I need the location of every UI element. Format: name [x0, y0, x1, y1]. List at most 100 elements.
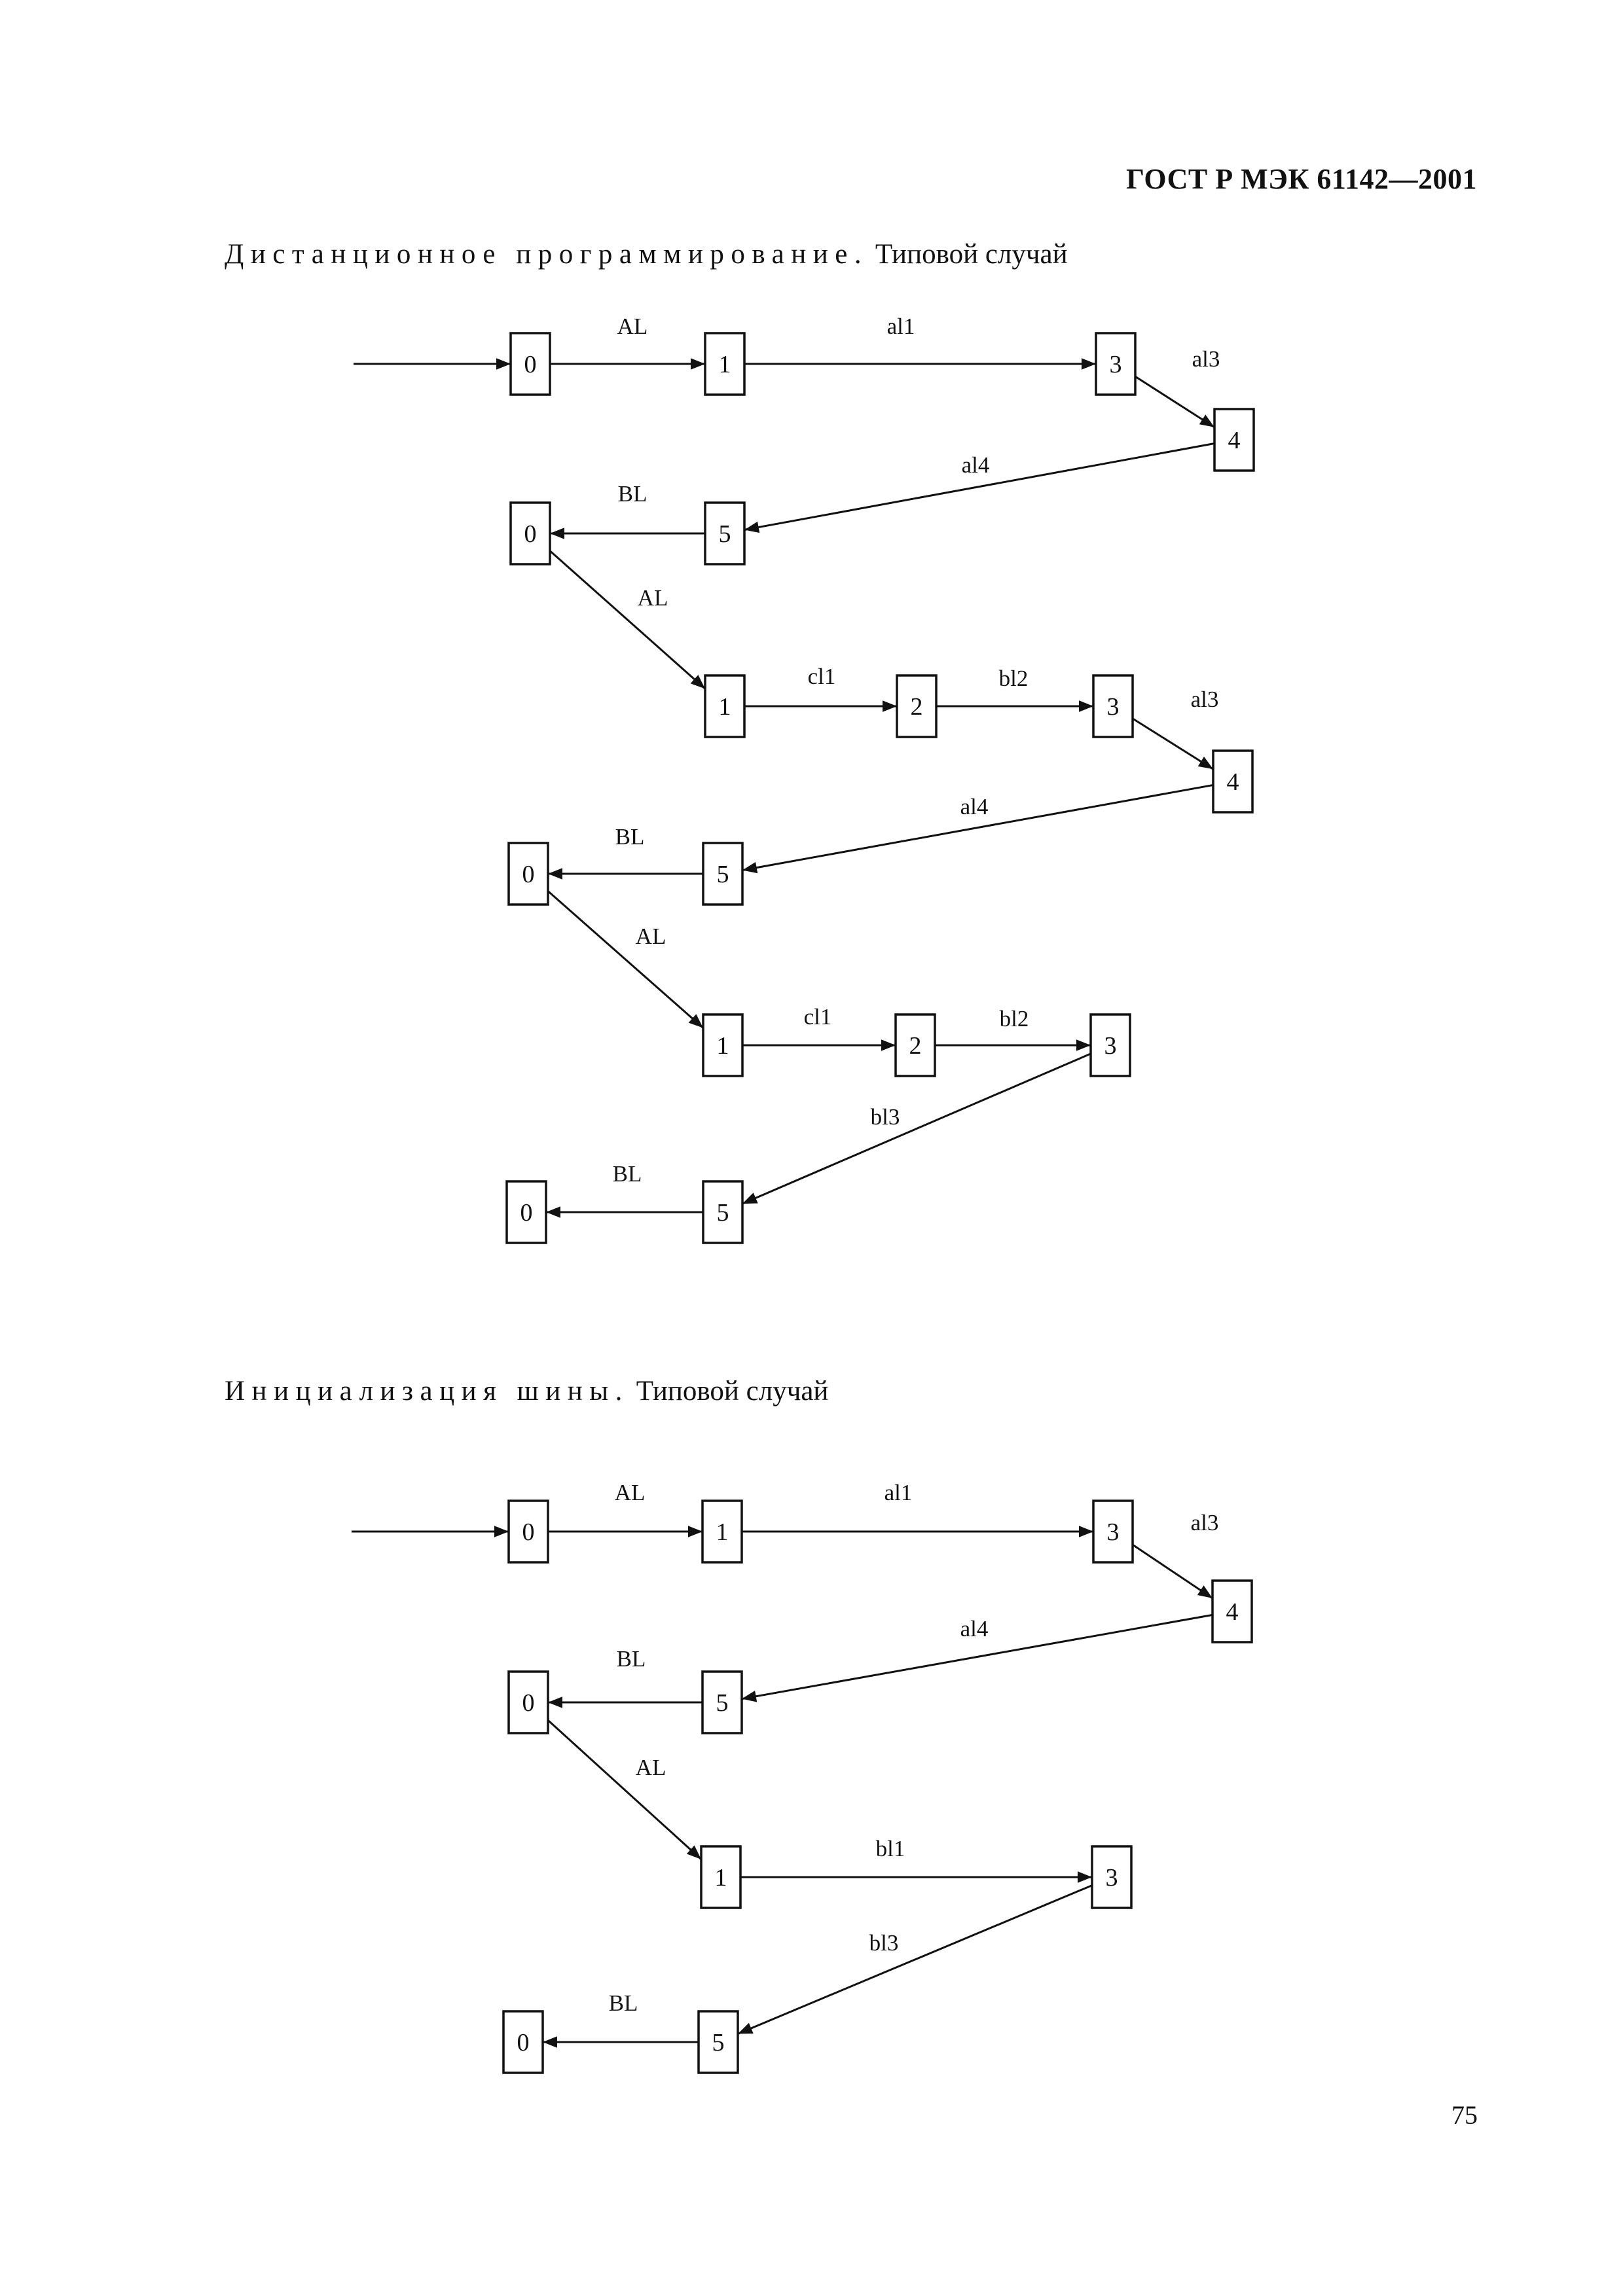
state-box: 1 — [702, 1013, 744, 1077]
state-box: 1 — [701, 1499, 743, 1564]
state-box: 4 — [1212, 749, 1254, 814]
state-number: 0 — [522, 1518, 535, 1546]
transition-arrow — [1132, 717, 1214, 770]
state-number: 5 — [719, 520, 731, 548]
state-number: 1 — [715, 1864, 727, 1892]
transition-label: al3 — [1191, 1510, 1219, 1535]
state-box: 0 — [507, 842, 549, 906]
page-number: 75 — [1451, 2100, 1478, 2130]
state-number: 4 — [1227, 768, 1239, 796]
state-box: 3 — [1091, 1845, 1133, 1909]
state-number: 1 — [717, 1032, 729, 1060]
state-number: 5 — [717, 861, 729, 888]
transition-arrow — [737, 1884, 1093, 2035]
section-caption-remote-programming: Дистанционное программирование. Типовой … — [225, 238, 1068, 270]
state-box: 0 — [507, 1670, 549, 1734]
state-box: 1 — [704, 674, 746, 738]
state-box: 2 — [896, 674, 938, 738]
state-number: 4 — [1226, 1598, 1239, 1626]
standard-designation: ГОСТ Р МЭК 61142—2001 — [1125, 163, 1477, 195]
transition-label: BL — [609, 1990, 638, 2016]
state-box: 0 — [509, 332, 551, 396]
transition-label: bl1 — [876, 1836, 905, 1861]
state-number: 0 — [524, 351, 537, 378]
transition-label: AL — [617, 314, 648, 339]
state-number: 3 — [1107, 1518, 1120, 1546]
transition-arrow — [549, 550, 706, 690]
state-number: 5 — [712, 2029, 725, 2056]
transition-arrow — [744, 442, 1215, 533]
transition-label: al1 — [884, 1480, 913, 1505]
state-number: 1 — [716, 1518, 729, 1546]
transition-arrow — [742, 783, 1214, 874]
state-number: 4 — [1228, 427, 1241, 454]
state-box: 4 — [1211, 1579, 1253, 1643]
caption-text: Типовой случай — [629, 1376, 829, 1407]
transition-label: al4 — [962, 452, 990, 478]
caption-text: Типовой случай — [868, 239, 1068, 270]
caption-spaced-text: Дистанционное программирование. — [225, 239, 869, 270]
state-box: 3 — [1089, 1013, 1131, 1077]
transition-label: bl3 — [871, 1104, 900, 1130]
transition-label: al3 — [1192, 346, 1220, 372]
state-number: 0 — [524, 520, 537, 548]
state-box: 3 — [1095, 332, 1137, 396]
state-number: 2 — [911, 693, 923, 721]
transition-arrow — [1132, 1543, 1213, 1600]
state-box: 0 — [502, 2010, 544, 2074]
transition-label: BL — [613, 1161, 642, 1187]
transition-label: al4 — [960, 794, 989, 819]
state-box: 1 — [700, 1845, 742, 1909]
state-number: 1 — [719, 693, 731, 721]
state-box: 2 — [894, 1013, 936, 1077]
transition-arrow — [1135, 375, 1215, 429]
state-box: 5 — [702, 1180, 744, 1244]
state-number: 3 — [1104, 1032, 1117, 1060]
transition-arrow — [742, 1052, 1091, 1205]
state-number: 0 — [522, 861, 535, 888]
transition-label: AL — [638, 585, 668, 611]
state-number: 5 — [716, 1689, 729, 1717]
state-number: 3 — [1107, 693, 1120, 721]
transition-arrow — [741, 1613, 1213, 1702]
caption-spaced-text: Инициализация шины. — [225, 1376, 629, 1407]
transition-label: bl3 — [869, 1930, 899, 1956]
transition-arrow — [547, 1719, 702, 1860]
state-number: 5 — [717, 1199, 729, 1227]
section-caption-bus-initialization: Инициализация шины. Типовой случай — [225, 1375, 828, 1407]
transition-label: al3 — [1191, 687, 1219, 712]
transition-label: BL — [618, 481, 647, 507]
state-box: 5 — [697, 2010, 739, 2074]
state-number: 1 — [719, 351, 731, 378]
state-number: 0 — [520, 1199, 533, 1227]
state-number: 3 — [1110, 351, 1122, 378]
transition-label: bl2 — [999, 666, 1029, 691]
state-box: 4 — [1213, 408, 1255, 472]
state-number: 2 — [909, 1032, 922, 1060]
transition-label: cl1 — [808, 664, 836, 689]
transition-label: BL — [615, 824, 645, 850]
transition-label: al1 — [887, 314, 915, 339]
transition-label: al4 — [960, 1616, 989, 1641]
state-box: 5 — [701, 1670, 743, 1734]
transition-label: BL — [617, 1646, 646, 1672]
state-box: 0 — [509, 501, 551, 565]
transition-label: AL — [615, 1480, 646, 1505]
state-box: 1 — [704, 332, 746, 396]
state-box: 3 — [1092, 1499, 1134, 1564]
transition-label: AL — [636, 924, 666, 949]
state-number: 3 — [1106, 1864, 1118, 1892]
transition-label: bl2 — [1000, 1006, 1029, 1031]
state-box: 5 — [704, 501, 746, 565]
state-box: 0 — [505, 1180, 547, 1244]
transition-label: cl1 — [804, 1004, 832, 1030]
transition-arrow — [547, 890, 704, 1029]
state-box: 3 — [1092, 674, 1134, 738]
state-box: 0 — [507, 1499, 549, 1564]
state-box: 5 — [702, 842, 744, 906]
state-number: 0 — [517, 2029, 530, 2056]
transition-label: AL — [636, 1755, 666, 1780]
state-number: 0 — [522, 1689, 535, 1717]
